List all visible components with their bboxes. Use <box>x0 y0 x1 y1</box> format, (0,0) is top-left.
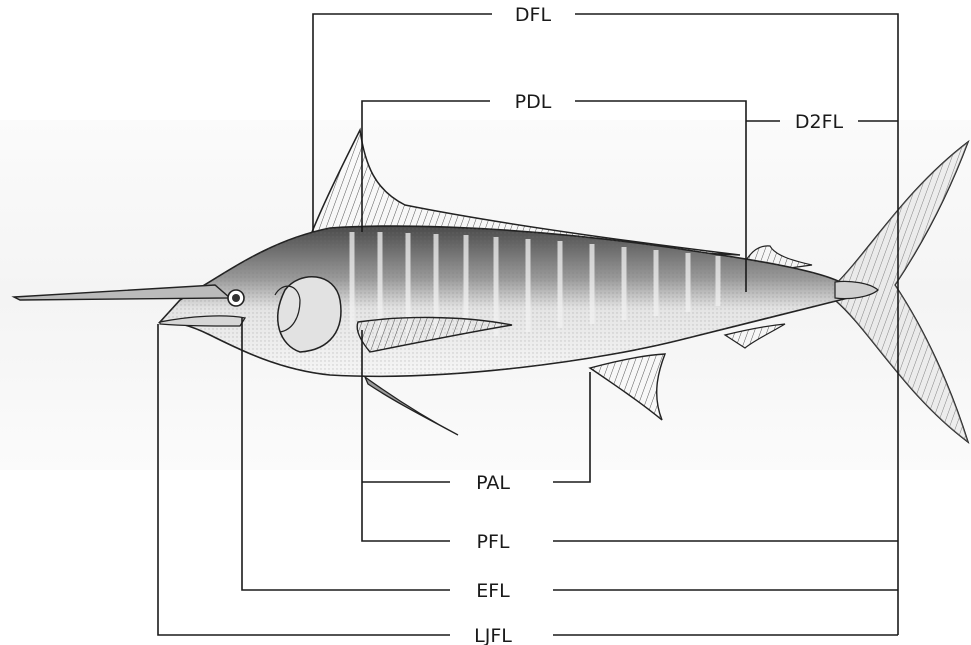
label-efl: EFL <box>476 580 510 602</box>
bill <box>14 285 230 300</box>
label-dfl: DFL <box>515 4 552 26</box>
label-pdl: PDL <box>515 91 552 113</box>
marlin-illustration <box>14 130 968 442</box>
pelvic-fin <box>365 377 458 435</box>
label-ljfl: LJFL <box>474 625 512 645</box>
pal-line-right <box>553 372 590 482</box>
dfl-line-right <box>575 14 898 100</box>
anal-fin <box>590 354 665 420</box>
label-d2fl: D2FL <box>795 111 844 133</box>
label-pfl: PFL <box>477 531 510 553</box>
label-pal: PAL <box>476 472 510 494</box>
second-anal-fin <box>725 324 785 348</box>
